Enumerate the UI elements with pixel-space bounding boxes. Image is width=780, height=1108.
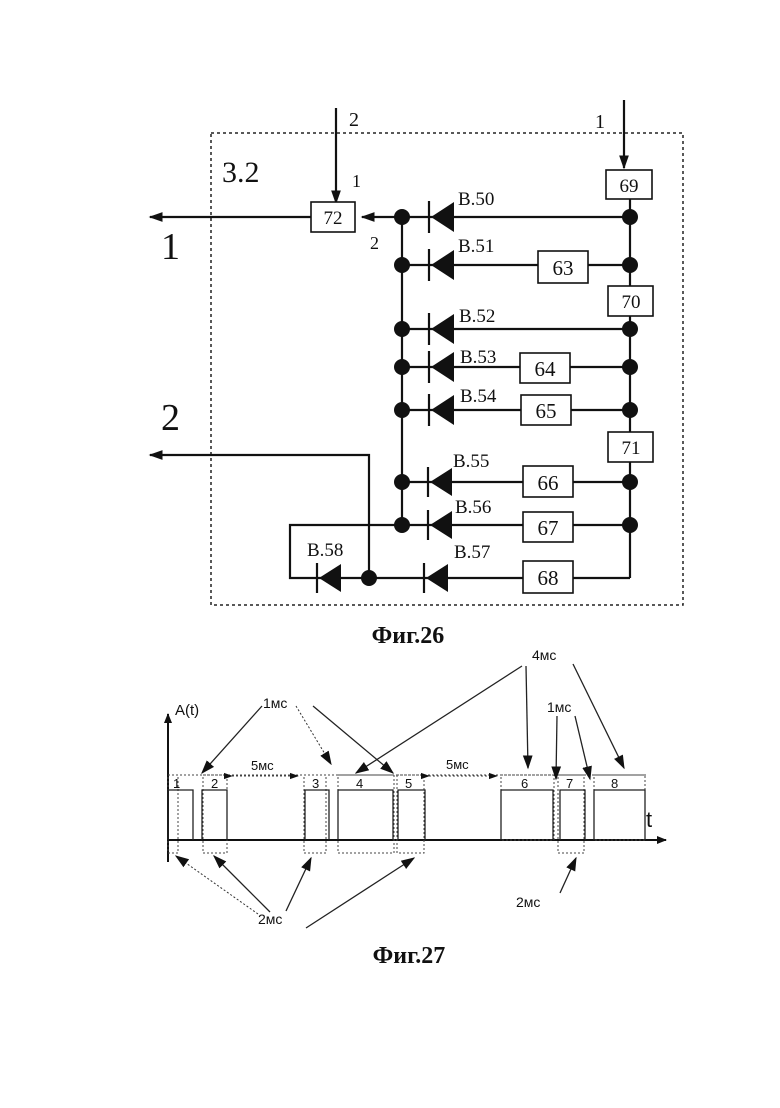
diode-52-label: B.52 xyxy=(459,306,495,327)
input-2-label: 2 xyxy=(349,109,359,131)
fig26-schematic: 3.2 1 2 1 1 2 72 2 69 70 71 xyxy=(150,100,683,649)
diode-58 xyxy=(317,563,341,593)
leader-4ms-to-6 xyxy=(526,666,528,768)
five-ms-left-label: 5мс xyxy=(251,758,274,773)
pulse-label: 8 xyxy=(611,776,618,791)
pulse-label: 3 xyxy=(312,776,319,791)
leader-2ms-to-3 xyxy=(286,858,311,911)
output-2-label: 2 xyxy=(161,397,180,439)
pulse-label: 6 xyxy=(521,776,528,791)
pulse-label: 5 xyxy=(405,776,412,791)
diode-57 xyxy=(424,563,448,593)
pulse-5 xyxy=(398,790,425,840)
diode-57-label: B.57 xyxy=(454,542,490,563)
box72-pin-top-label: 1 xyxy=(352,171,361,191)
pulse-2 xyxy=(202,790,227,840)
diode-56-label: B.56 xyxy=(455,497,491,518)
pulse-7 xyxy=(560,790,585,840)
leader-4ms-to-8 xyxy=(573,664,624,768)
fig27-timing-diagram: A(t) t 1 2 3 xyxy=(168,647,666,969)
box72-pin-right-label: 2 xyxy=(370,233,379,253)
diode-52 xyxy=(429,313,454,345)
pulse-labels: 1 2 3 4 5 6 7 8 xyxy=(173,776,618,791)
box-66-label: 66 xyxy=(538,471,559,495)
box-72-label: 72 xyxy=(324,208,343,229)
leader-1ms-right-a xyxy=(556,716,557,779)
diode-50-label: B.50 xyxy=(458,189,494,210)
box-65-label: 65 xyxy=(536,399,557,423)
diode-53 xyxy=(429,351,454,383)
box-69-label: 69 xyxy=(620,176,639,197)
diode-51 xyxy=(429,249,454,281)
pulse-label: 1 xyxy=(173,776,180,791)
diode-55 xyxy=(428,467,452,497)
leader-1ms-to-5 xyxy=(313,706,393,773)
box-67-label: 67 xyxy=(538,516,559,540)
diode-54 xyxy=(429,394,454,426)
diode-54-label: B.54 xyxy=(460,386,497,407)
output-1-label: 1 xyxy=(161,226,180,268)
pulses xyxy=(168,790,645,840)
one-ms-top-label: 1мс xyxy=(263,695,287,711)
pulse-label: 4 xyxy=(356,776,363,791)
four-ms-label: 4мс xyxy=(532,647,556,663)
pulse-4 xyxy=(338,790,393,840)
diode-50 xyxy=(429,201,454,233)
fig26-caption: Фиг.26 xyxy=(372,623,445,649)
leader-2ms-to-5 xyxy=(306,858,414,928)
diode-56 xyxy=(428,510,452,540)
two-ms-right-label: 2мс xyxy=(516,894,540,910)
pulse-3 xyxy=(305,790,329,840)
one-ms-right-label: 1мс xyxy=(547,699,571,715)
diode-53-label: B.53 xyxy=(460,347,496,368)
box-63-label: 63 xyxy=(553,256,574,280)
leader-1ms-to-3 xyxy=(296,706,331,764)
five-ms-right-label: 5мс xyxy=(446,757,469,772)
fig27-caption: Фиг.27 xyxy=(373,943,446,969)
leader-1ms-right-b xyxy=(575,716,590,779)
input-1-label: 1 xyxy=(595,111,605,133)
pulse-8 xyxy=(594,790,645,840)
box-68-label: 68 xyxy=(538,566,559,590)
box-64-label: 64 xyxy=(535,357,557,381)
box-71-label: 71 xyxy=(622,438,641,459)
diode-55-label: B.55 xyxy=(453,451,489,472)
leader-2ms-to-2 xyxy=(214,856,270,912)
fig26-block-label: 3.2 xyxy=(222,156,260,189)
two-ms-bottom-label: 2мс xyxy=(258,911,282,927)
pulse-6 xyxy=(501,790,553,840)
pulse-label: 2 xyxy=(211,776,218,791)
leader-4ms-to-4 xyxy=(356,666,522,773)
pulse-label: 7 xyxy=(566,776,573,791)
box-70-label: 70 xyxy=(622,292,641,313)
x-axis-label: t xyxy=(646,807,652,832)
y-axis-label: A(t) xyxy=(175,702,199,719)
pulse-1 xyxy=(168,790,193,840)
leader-2ms-to-1 xyxy=(176,856,258,914)
leader-2ms-right xyxy=(560,858,576,893)
diode-51-label: B.51 xyxy=(458,236,494,257)
diode-58-label: B.58 xyxy=(307,540,343,561)
